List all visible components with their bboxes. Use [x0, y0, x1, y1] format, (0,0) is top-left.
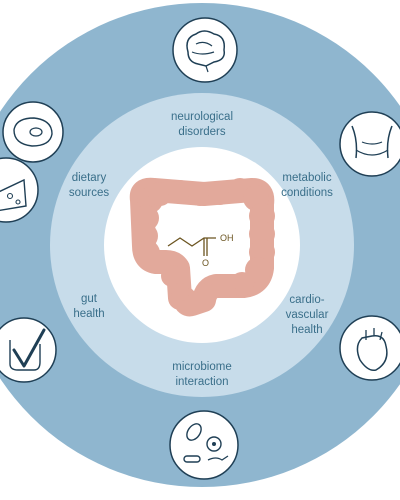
heart-icon	[339, 315, 400, 381]
label-line: cardio-	[289, 294, 325, 306]
microbes-icon	[169, 410, 239, 480]
butyrate-molecule	[167, 237, 216, 256]
brain-icon	[172, 17, 238, 83]
label-line: sources	[68, 187, 110, 199]
label-line: gut	[81, 293, 97, 305]
label-neurological-disorders: neurological disorders	[147, 110, 257, 140]
molecule-oh-label: OH	[220, 233, 234, 243]
colon-haustra	[132, 178, 275, 312]
label-line: conditions	[281, 187, 333, 199]
steak-icon	[2, 101, 64, 163]
label-line: metabolic	[282, 172, 332, 184]
label-dietary-sources: dietary sources	[34, 171, 144, 201]
label-line: interaction	[175, 376, 229, 388]
cheese-icon	[0, 157, 39, 223]
label-line: health	[73, 308, 105, 320]
label-line: vascular	[285, 309, 329, 321]
label-line: neurological	[170, 111, 233, 123]
label-line: microbiome	[172, 361, 232, 373]
label-cardiovascular-health: cardio- vascular health	[252, 293, 362, 338]
label-microbiome-interaction: microbiome interaction	[147, 360, 257, 390]
molecule-o-label: O	[202, 258, 209, 268]
waist-icon	[339, 111, 400, 177]
label-gut-health: gut health	[34, 292, 144, 322]
label-line: health	[291, 324, 323, 336]
label-metabolic-conditions: metabolic conditions	[252, 171, 362, 201]
gut-checkmark-icon	[0, 317, 57, 383]
label-line: dietary	[71, 172, 107, 184]
label-line: disorders	[178, 126, 226, 138]
